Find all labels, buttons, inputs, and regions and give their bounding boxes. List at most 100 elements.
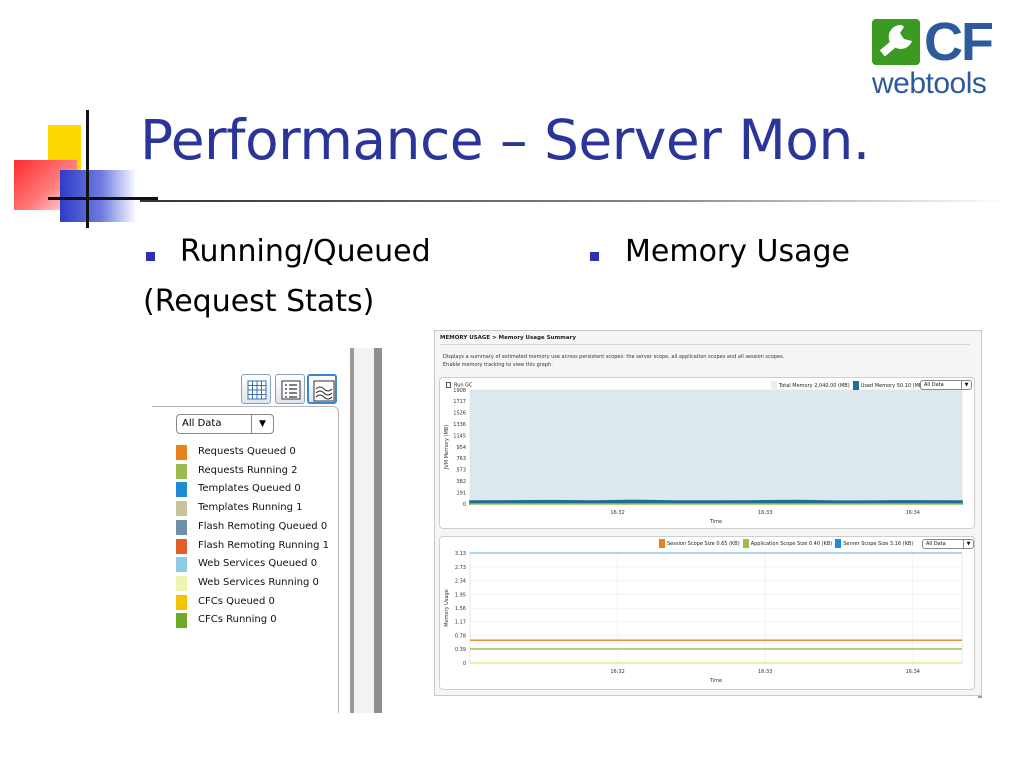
legend-swatch [835, 539, 842, 548]
memory-description-line-1: Displays a summary of estimated memory u… [443, 354, 785, 360]
scope-memory-legend: Session Scope Size 0.65 (KB) Application … [656, 539, 913, 548]
y-tick-label: 0.78 [455, 633, 466, 639]
x-axis-label: Time [709, 519, 722, 525]
scope-memory-filter-value: All Data [926, 541, 946, 547]
legend-label: Templates Queued 0 [198, 483, 301, 495]
legend-label: Requests Queued 0 [198, 446, 296, 457]
jvm-memory-filter-value: All Data [924, 382, 944, 388]
title-underline [140, 200, 1010, 202]
y-tick-label: 3.13 [455, 551, 466, 557]
scope-memory-filter-select[interactable]: All Data ▼ [922, 539, 974, 549]
request-filter-value: All Data [182, 418, 222, 429]
legend-label: Templates Running 1 [198, 502, 303, 514]
legend-swatch [771, 381, 777, 390]
legend-swatch [742, 539, 749, 548]
y-tick-label: 1.95 [455, 592, 466, 598]
legend-label: Web Services Running 0 [198, 576, 319, 588]
memory-usage-panel: MEMORY USAGE > Memory Usage Summary Disp… [434, 330, 982, 696]
scope-memory-chart-svg: 0 0.39 0.78 1.17 1.56 1.95 2.34 2.73 3.13 16:32 16… [444, 551, 963, 684]
legend-swatch [659, 539, 665, 548]
list-view-button[interactable] [275, 374, 305, 404]
jvm-memory-chart-svg: 01913825737639541145133615261717190816:3… [444, 388, 963, 525]
legend-swatch [176, 519, 187, 535]
scrollbar-thumb[interactable] [374, 348, 382, 713]
cf-webtools-logo: CF webtools [868, 13, 1010, 102]
legend-label: Flash Remoting Queued 0 [198, 520, 328, 532]
legend-swatch [176, 575, 187, 591]
decor-horizontal-line [48, 197, 158, 200]
slide-title: Performance – Server Mon. [140, 108, 870, 172]
y-tick-label: 0 [463, 502, 466, 508]
y-tick-label: 1336 [453, 422, 466, 428]
run-gc-button[interactable]: Run GC [446, 382, 473, 389]
y-tick-label: 0.39 [455, 647, 466, 653]
y-tick-label: 2.34 [455, 579, 466, 585]
x-tick-label: 16:32 [610, 669, 624, 675]
legend-label-session-scope: Session Scope Size 0.65 (KB) [667, 541, 740, 547]
scope-memory-chart: 0 0.39 0.78 1.17 1.56 1.95 2.34 2.73 3.13 16:32 16… [439, 536, 975, 690]
legend-label-total-memory: Total Memory 2,040.00 (MB) [779, 383, 850, 389]
legend-swatch [176, 445, 187, 460]
wrench-icon [872, 19, 920, 65]
legend-swatch [176, 557, 187, 573]
chart-view-button[interactable] [307, 374, 337, 404]
y-tick-label: 191 [456, 490, 466, 496]
breadcrumb-divider [440, 344, 970, 345]
request-stats-panel: All Data ▼ Requests Queued 0 Requests Run… [152, 348, 382, 713]
legend-swatch [852, 381, 859, 390]
bullet-memory-usage: Memory Usage [625, 234, 851, 269]
legend-label: CFCs Running 0 [198, 614, 277, 626]
x-tick-label: 16:33 [758, 669, 772, 675]
chart-view-icon [313, 380, 335, 402]
y-axis-label: Memory Usage [444, 589, 450, 627]
request-filter-select[interactable]: All Data ▼ [176, 414, 274, 434]
legend-label-used-memory: Used Memory 50.10 (MB) [860, 383, 925, 389]
bullet-square-icon [590, 252, 599, 261]
decor-blue-square [60, 170, 135, 222]
logo-subtitle-text: webtools [872, 67, 987, 100]
chevron-down-icon: ▼ [961, 381, 971, 389]
jvm-memory-filter-select[interactable]: All Data ▼ [920, 380, 972, 390]
grid-view-icon [247, 380, 267, 400]
legend-swatch [176, 613, 187, 629]
grid-view-button[interactable] [241, 374, 271, 404]
memory-description-line-2: Enable memory tracking to view this grap… [443, 362, 553, 368]
scrollbar-divider [350, 348, 354, 713]
run-gc-icon [446, 382, 451, 388]
y-tick-label: 763 [456, 456, 466, 462]
y-tick-label: 1526 [453, 411, 466, 417]
x-axis-label: Time [709, 678, 722, 684]
x-tick-label: 16:33 [758, 510, 772, 516]
y-tick-label: 1.17 [455, 620, 466, 626]
series-area [470, 390, 962, 504]
legend-label: Flash Remoting Running 1 [198, 539, 329, 551]
legend-label: Requests Running 2 [198, 464, 298, 476]
y-tick-label: 0 [463, 661, 466, 667]
y-tick-label: 954 [456, 445, 466, 451]
legend-swatch [176, 538, 187, 554]
legend-swatch [176, 463, 187, 479]
chevron-down-icon: ▼ [963, 540, 973, 548]
y-tick-label: 573 [456, 468, 466, 474]
series-area [469, 499, 963, 505]
legend-label-server-scope: Server Scope Size 3.16 (KB) [843, 541, 914, 547]
legend-label: CFCs Queued 0 [198, 595, 275, 607]
x-tick-label: 16:34 [906, 669, 920, 675]
legend-label: Web Services Queued 0 [198, 558, 318, 570]
x-tick-label: 16:32 [610, 510, 624, 516]
breadcrumb: MEMORY USAGE > Memory Usage Summary [440, 335, 576, 341]
y-tick-label: 2.73 [455, 565, 466, 571]
bullet-square-icon [146, 252, 155, 261]
x-tick-label: 16:34 [906, 510, 920, 516]
legend-swatch [176, 594, 187, 610]
y-tick-label: 382 [456, 479, 466, 485]
logo-brand-text: CF [924, 12, 994, 72]
y-tick-label: 1145 [453, 433, 466, 439]
y-tick-label: 1.56 [455, 606, 466, 612]
run-gc-label: Run GC [454, 382, 473, 389]
y-tick-label: 1908 [453, 388, 466, 394]
legend-label-application-scope: Application Scope Size 0.40 (KB) [750, 541, 833, 547]
legend-swatch [176, 501, 187, 517]
jvm-memory-legend: Total Memory 2,040.00 (MB) Used Memory 50… [768, 381, 924, 390]
